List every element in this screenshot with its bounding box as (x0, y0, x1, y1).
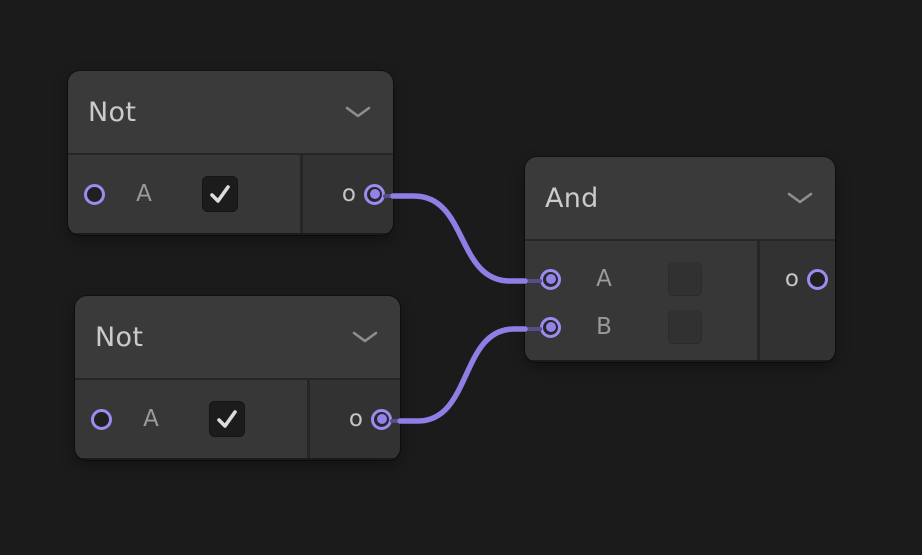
wire-not2-to-and-b[interactable] (397, 326, 528, 424)
input-label: A (136, 181, 152, 207)
node-header[interactable]: And (525, 157, 835, 241)
output-port-o[interactable] (371, 408, 392, 430)
input-row-a: A (540, 256, 757, 302)
input-label: B (596, 314, 612, 340)
wire-not1-to-and-a[interactable] (390, 193, 528, 284)
checkbox-input-a[interactable] (202, 176, 238, 212)
inputs-section: A B (525, 241, 757, 360)
node-header[interactable]: Not (75, 296, 400, 380)
chevron-down-icon[interactable] (352, 331, 378, 344)
input-label: A (596, 266, 612, 292)
input-port-a[interactable] (84, 183, 105, 205)
node-title: And (545, 182, 599, 214)
check-icon (217, 410, 237, 428)
chevron-down-icon[interactable] (787, 192, 813, 205)
checkbox-input-a[interactable] (209, 401, 245, 437)
value-box-b[interactable] (668, 310, 702, 344)
node-body: A o (68, 155, 393, 233)
output-label: o (348, 406, 363, 432)
node-not-1[interactable]: Not A o (68, 71, 393, 235)
input-label: A (143, 406, 159, 432)
output-port-o[interactable] (807, 268, 828, 290)
outputs-section: o (307, 380, 400, 458)
input-port-b[interactable] (540, 316, 561, 338)
value-box-a[interactable] (668, 262, 702, 296)
outputs-section: o (300, 155, 393, 233)
check-icon (210, 185, 230, 203)
inputs-section: A (68, 155, 300, 233)
input-port-a[interactable] (91, 408, 112, 430)
node-title: Not (88, 96, 137, 128)
output-port-o[interactable] (364, 183, 385, 205)
output-label: o (784, 266, 799, 292)
node-title: Not (95, 321, 144, 353)
outputs-section: o (757, 241, 835, 360)
node-and[interactable]: And A B o (525, 157, 835, 362)
node-not-2[interactable]: Not A o (75, 296, 400, 460)
node-body: A B o (525, 241, 835, 360)
node-body: A o (75, 380, 400, 458)
input-row-b: B (540, 304, 757, 350)
chevron-down-icon[interactable] (345, 106, 371, 119)
output-row: o (785, 256, 828, 302)
node-header[interactable]: Not (68, 71, 393, 155)
output-label: o (341, 181, 356, 207)
inputs-section: A (75, 380, 307, 458)
input-port-a[interactable] (540, 268, 561, 290)
